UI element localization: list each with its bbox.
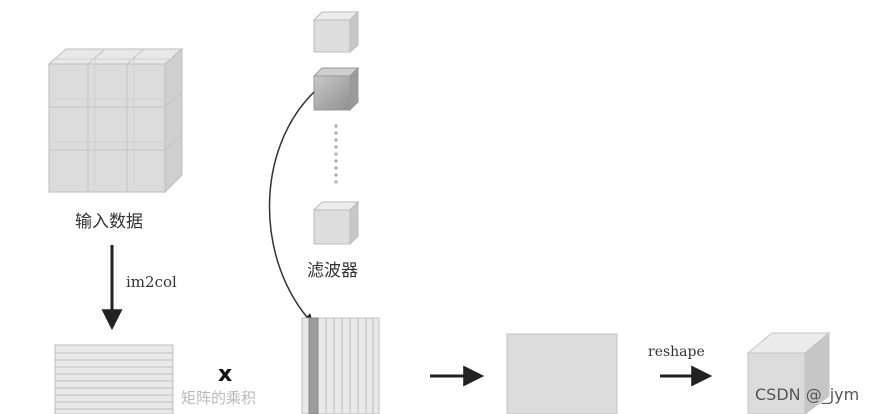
filter-label: 滤波器 <box>307 261 358 281</box>
filter-cube-2-highlighted <box>312 66 360 112</box>
im2col-label: im2col <box>126 273 177 291</box>
input-data-label: 输入数据 <box>75 212 143 232</box>
filter-matrix-columns <box>301 317 380 414</box>
input-data-block <box>47 47 184 194</box>
multiply-symbol: x <box>218 362 233 387</box>
filter-dots <box>334 124 338 184</box>
filter-cube-last <box>312 200 360 246</box>
watermark: CSDN @_jym <box>755 385 860 404</box>
output-cube <box>746 331 831 414</box>
filter-to-column-arrow <box>268 91 315 325</box>
matrix-product-label: 矩阵的乘积 <box>181 389 257 407</box>
input-matrix-rows <box>54 344 174 414</box>
result-matrix <box>506 333 618 414</box>
filter-cube-1 <box>312 10 360 54</box>
reshape-label: reshape <box>648 344 705 360</box>
